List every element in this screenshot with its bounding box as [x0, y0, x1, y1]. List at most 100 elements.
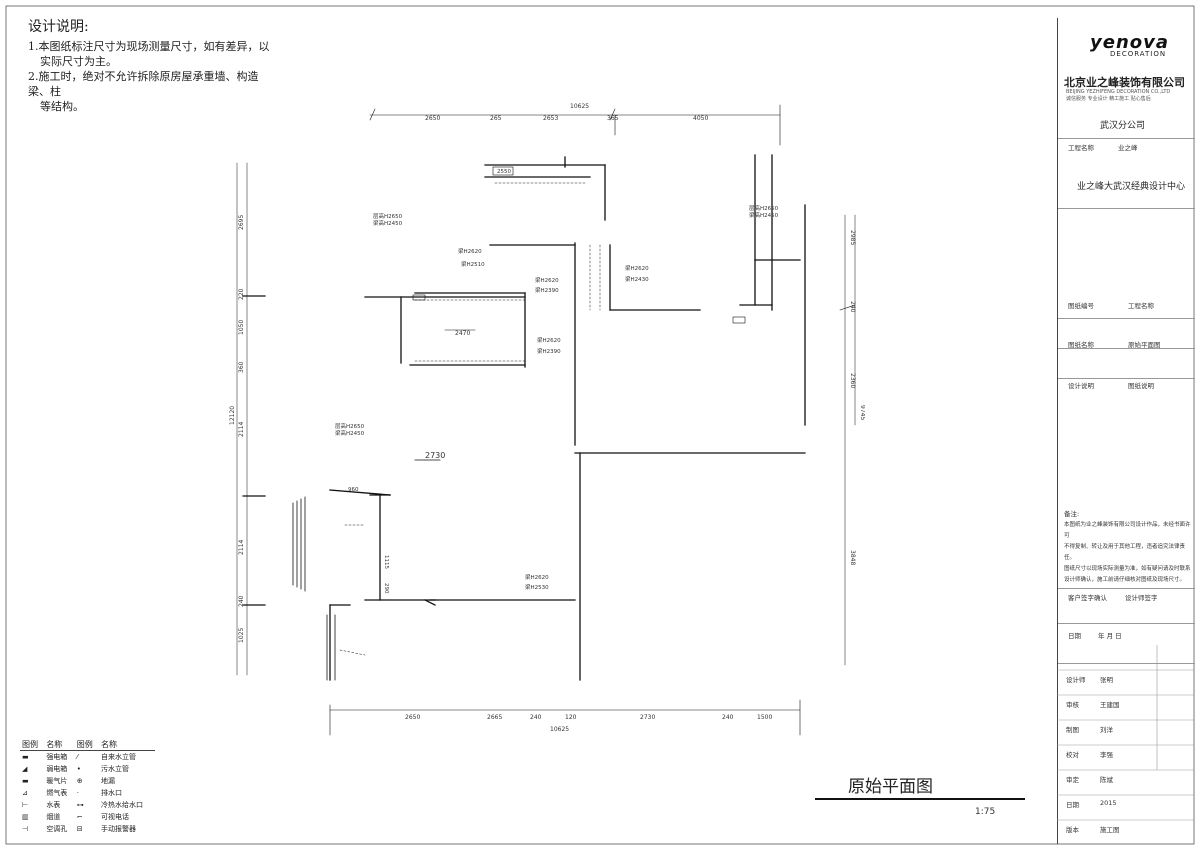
room-4-line-1: 梁H2620: [625, 264, 649, 272]
dim-bottom-6: 240: [722, 714, 734, 721]
drawing-title-underline: [815, 798, 1025, 800]
room-7-line-2: 梁H2530: [525, 583, 549, 591]
room-5-line-2: 梁H2390: [537, 347, 561, 355]
walls: [329, 154, 806, 681]
company-name: 北京业之峰装饰有限公司: [1064, 76, 1185, 89]
legend-row: ▥ 烟道 ⌐ 可视电话: [20, 811, 155, 823]
tb-divider-8: [1058, 663, 1195, 844]
dim-left-1: 2695: [238, 215, 245, 230]
design-notes: 设计说明: 1.本图纸标注尺寸为现场测量尺寸，如有差异，以 实际尺寸为主。 2.…: [28, 16, 278, 114]
room-3-line-2: 梁H2390: [535, 286, 559, 294]
room-3-line-1: 梁H2620: [535, 276, 559, 284]
legend-symbol-flue-icon: ▥: [22, 813, 29, 821]
dim-bottom-4: 120: [565, 714, 577, 721]
tb-divider-7: [1058, 623, 1195, 663]
dim-left-8: 1025: [238, 628, 245, 643]
tb-remark-body: 本图纸为业之峰装饰有限公司设计作品，未经书面许可 不得复制、转让及用于其他工程，…: [1064, 520, 1194, 586]
legend-header-row: 图例 名称 图例 名称: [20, 738, 155, 751]
legend-symbol-ac-icon: ⊣: [22, 825, 29, 833]
title-block-grid: [1057, 645, 1194, 821]
drawing-title: 原始平面图: [848, 777, 933, 797]
dim-right-2: 240: [849, 301, 856, 313]
dim-top-3: 2653: [543, 115, 558, 122]
dim-right-1: 2985: [849, 230, 856, 245]
tb-divider-2: [1058, 208, 1195, 298]
dim-bottom-2: 2665: [487, 714, 502, 721]
legend-symbol-line-icon: ▬: [22, 753, 29, 761]
mark-960: 960: [348, 487, 359, 493]
tb-staff-3-value: 刘洋: [1100, 726, 1113, 734]
company-logo: yenova: [1090, 32, 1170, 53]
dim-right-total: 9745: [859, 405, 865, 420]
dim-bottom-3: 240: [530, 714, 542, 721]
legend-symbol-phone-icon: ⌐: [76, 813, 83, 821]
design-center: 业之峰大武汉经典设计中心: [1077, 182, 1186, 192]
dim-left-4: 360: [238, 361, 245, 373]
room-4-line-2: 梁H2430: [625, 275, 649, 283]
dim-top-1: 2650: [425, 115, 440, 122]
legend-row: ▬ 暖气片 ⊕ 地漏: [20, 775, 155, 787]
tb-divider-6: [1058, 588, 1195, 623]
legend-table: 图例 名称 图例 名称 ▬ 强电箱 ⁄ 自来水立管 ◢ 弱电箱 • 污水立管 ▬…: [20, 738, 155, 835]
stair-lines: [292, 496, 336, 681]
room-8-line-2: 梁高H2450: [749, 211, 779, 219]
tb-row-e-label: 日期: [1068, 632, 1081, 640]
mark-290: 290: [383, 583, 389, 594]
dim-top-2: 265: [490, 115, 502, 122]
room-5-line-1: 梁H2620: [537, 336, 561, 344]
legend-header-4: 名称: [99, 738, 155, 751]
tb-remark-line-1: 本图纸为业之峰装饰有限公司设计作品，未经书面许可: [1064, 522, 1191, 539]
tb-staff-3-label: 制图: [1066, 726, 1079, 734]
legend: 图例 名称 图例 名称 ▬ 强电箱 ⁄ 自来水立管 ◢ 弱电箱 • 污水立管 ▬…: [20, 738, 155, 835]
legend-symbol-dot-icon: •: [76, 765, 81, 773]
tb-row-a-value: 工程名称: [1128, 302, 1154, 310]
legend-symbol-slash-icon: ⁄: [76, 753, 78, 761]
legend-row: ◢ 弱电箱 • 污水立管: [20, 763, 155, 775]
legend-row: ⊿ 燃气表 · 排水口: [20, 787, 155, 799]
tb-divider-1: [1058, 138, 1195, 208]
title-block: [1057, 18, 1195, 844]
room-6-line-2: 梁高H2450: [335, 429, 365, 437]
dim-left-7: 240: [238, 595, 245, 607]
dim-top-total: 10625: [570, 103, 589, 110]
tb-staff-7-value: 施工图: [1100, 826, 1120, 834]
company-sub-en: BEIJING YEZHIFENG DECORATION CO.,LTD: [1066, 89, 1171, 95]
tb-row-a-label: 图纸编号: [1068, 302, 1094, 310]
tb-remark-line-4: 设计师确认，施工前请仔细核对图纸及现场尺寸。: [1064, 577, 1186, 583]
legend-symbol-alarm-icon: ⊟: [76, 825, 83, 833]
tb-staff-2-value: 王建国: [1100, 701, 1120, 709]
room-6-line-1: 层高H2650: [335, 422, 365, 430]
branch-name: 武汉分公司: [1100, 121, 1146, 131]
company-logo-sub: DECORATION: [1110, 50, 1167, 58]
legend-label: 暖气片: [46, 777, 68, 785]
dim-left-total: 12120: [229, 406, 236, 425]
legend-label: 燃气表: [46, 789, 68, 797]
legend-symbol-small-dot-icon: ·: [76, 789, 79, 797]
dim-left-3: 1050: [238, 320, 245, 335]
legend-symbol-valve-icon: ⊶: [76, 801, 84, 809]
dim-bottom-5: 2730: [640, 714, 655, 721]
notes-title: 设计说明:: [28, 19, 89, 35]
mark-1115: 1115: [383, 555, 389, 569]
legend-label: 排水口: [101, 789, 123, 797]
room-1-line-1: 层高H2650: [373, 212, 403, 220]
notes-item-2-cont: 等结构。: [40, 100, 84, 113]
dim-left-2: 220: [238, 288, 245, 300]
mark-2730: 2730: [425, 451, 445, 460]
tb-divider-5: [1058, 378, 1195, 508]
mark-2470: 2470: [455, 330, 470, 337]
tb-row-c-value: 图纸说明: [1128, 382, 1154, 390]
legend-symbol-meter-icon: ⊿: [22, 789, 28, 797]
tb-staff-2-label: 审核: [1066, 701, 1079, 709]
tb-row-b-label: 图纸名称: [1068, 341, 1094, 349]
legend-label: 空调孔: [46, 825, 68, 833]
legend-label: 水表: [46, 801, 61, 809]
legend-label: 强电箱: [46, 753, 68, 761]
notes-item-2: 2.施工时，绝对不允许拆除原房屋承重墙、构造梁、柱: [28, 70, 259, 98]
tb-remark-title: 备注:: [1064, 510, 1080, 518]
legend-symbol-wedge-icon: ◢: [22, 765, 28, 773]
tb-row-c-label: 设计说明: [1068, 382, 1094, 390]
legend-row: ▬ 强电箱 ⁄ 自来水立管: [20, 751, 155, 764]
tb-divider-3: [1058, 318, 1195, 348]
